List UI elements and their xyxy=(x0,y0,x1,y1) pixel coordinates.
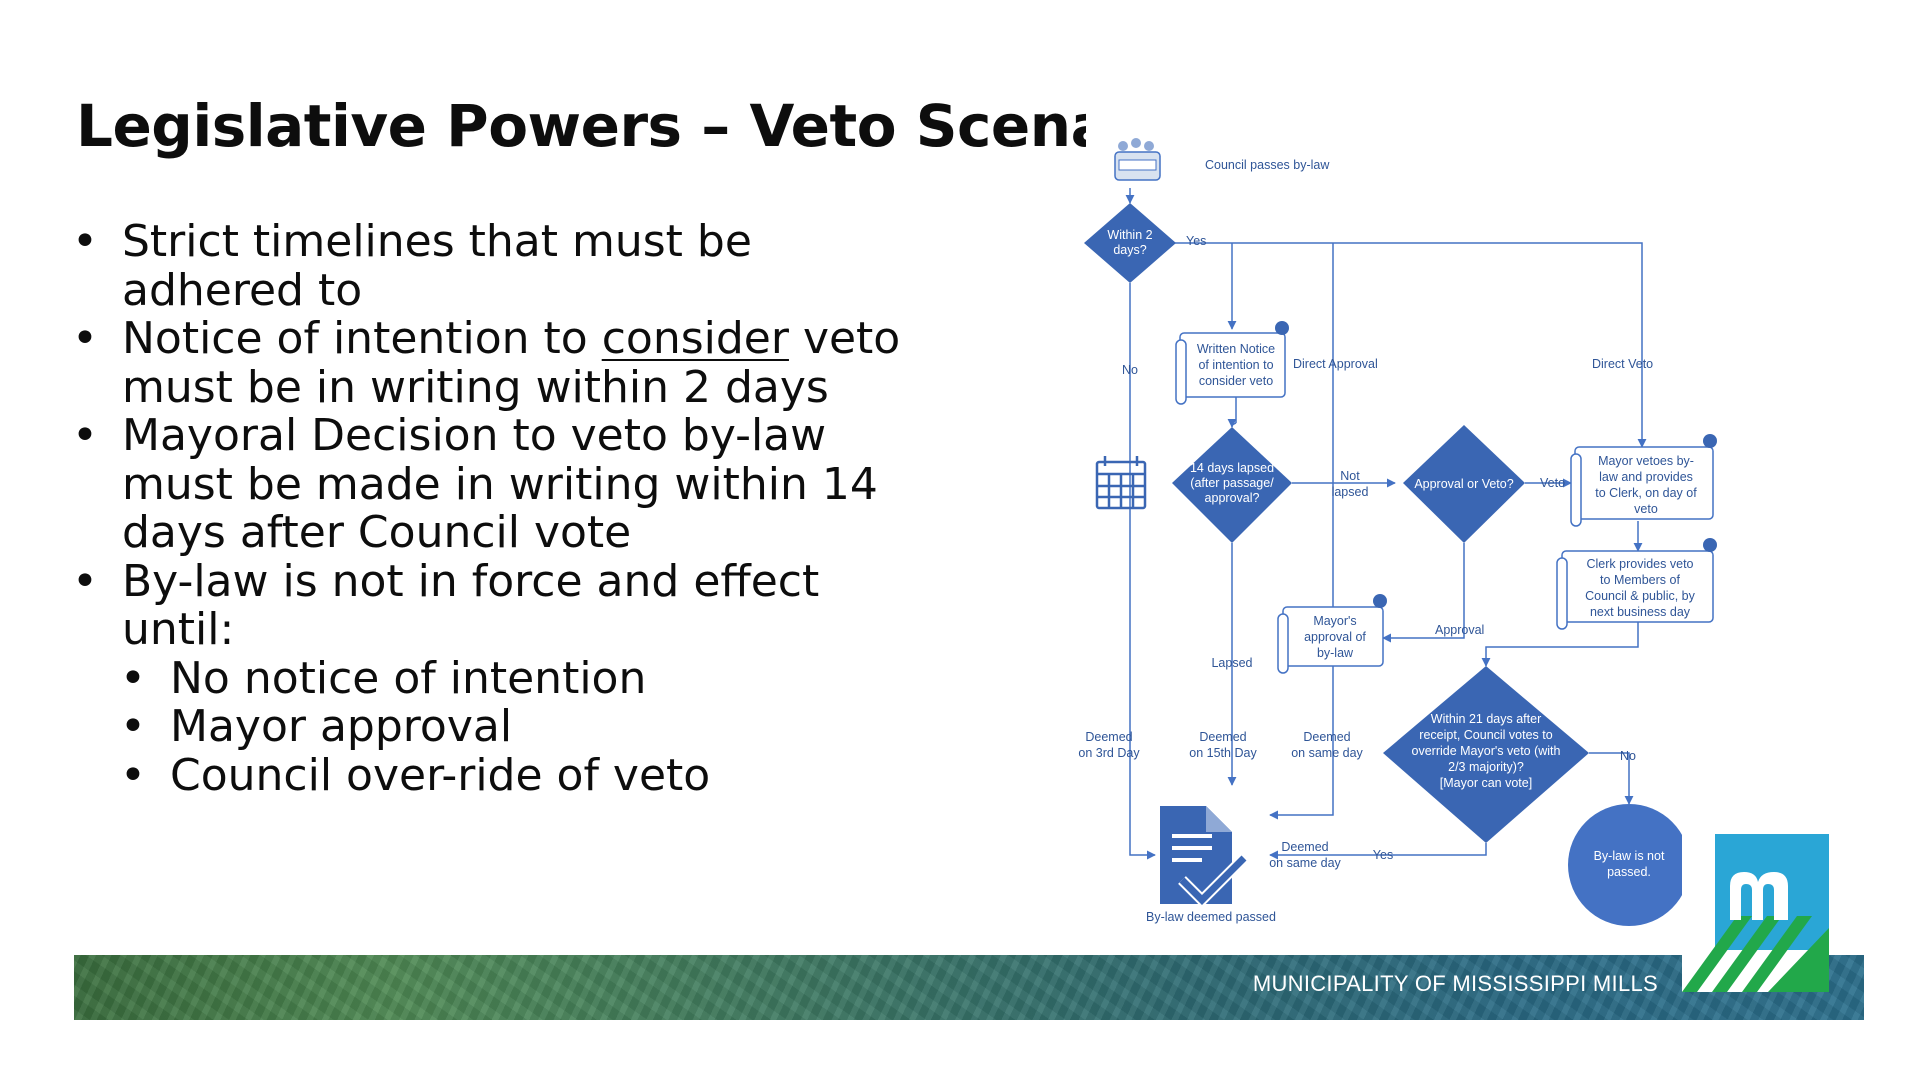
sub-bullet-item: Council over-ride of veto xyxy=(118,751,990,801)
mayor-vetoes-document xyxy=(1570,434,1717,527)
svg-text:passed.: passed. xyxy=(1607,865,1651,879)
document-check-icon xyxy=(1160,806,1248,908)
svg-text:on same day: on same day xyxy=(1291,746,1363,760)
svg-text:Not: Not xyxy=(1340,469,1360,483)
no-label-2: No xyxy=(1620,749,1636,763)
svg-text:lapsed: lapsed xyxy=(1332,485,1369,499)
clerk-provides-document xyxy=(1556,538,1717,630)
underlined-word: consider xyxy=(601,313,789,364)
svg-text:receipt, Council votes to: receipt, Council votes to xyxy=(1419,728,1552,742)
svg-text:to Clerk, on day of: to Clerk, on day of xyxy=(1595,486,1697,500)
svg-text:Council & public, by: Council & public, by xyxy=(1585,589,1696,603)
svg-text:Approval or Veto?: Approval or Veto? xyxy=(1414,477,1513,491)
direct-approval-label: Direct Approval xyxy=(1293,357,1378,371)
slide-title: Legislative Powers – Veto Scenario xyxy=(76,92,1086,160)
svg-text:Clerk provides veto: Clerk provides veto xyxy=(1587,557,1694,571)
svg-text:law and provides: law and provides xyxy=(1599,470,1693,484)
svg-text:Within 21 days after: Within 21 days after xyxy=(1431,712,1541,726)
sub-bullet-item: No notice of intention xyxy=(118,654,990,704)
within-21-days-decision xyxy=(1383,666,1589,843)
yes-label-2: Yes xyxy=(1373,848,1393,862)
svg-text:Written Notice: Written Notice xyxy=(1197,342,1275,356)
no-label: No xyxy=(1122,363,1138,377)
lapsed-label: Lapsed xyxy=(1211,656,1252,670)
svg-text:days?: days? xyxy=(1113,243,1146,257)
svg-text:consider veto: consider veto xyxy=(1199,374,1273,388)
svg-text:Mayor vetoes by-: Mayor vetoes by- xyxy=(1598,454,1694,468)
svg-text:14 days lapsed: 14 days lapsed xyxy=(1190,461,1274,475)
within-2-days-decision xyxy=(1084,203,1176,283)
veto-label: Veto xyxy=(1540,476,1565,490)
deemed-passed-label: By-law deemed passed xyxy=(1146,910,1276,924)
bullet-item: By-law is not in force and effect until: xyxy=(70,557,990,655)
mayors-approval-document xyxy=(1277,594,1387,674)
bullet-item: Mayoral Decision to veto by-law must be … xyxy=(70,411,990,558)
svg-text:approval?: approval? xyxy=(1205,491,1260,505)
sub-bullet-item: Mayor approval xyxy=(118,702,990,752)
bullet-item: Notice of intention to consider veto mus… xyxy=(70,313,990,412)
bullet-list: Strict timelines that must be adhered to… xyxy=(70,217,990,801)
svg-text:of intention to: of intention to xyxy=(1198,358,1273,372)
svg-text:Mayor's: Mayor's xyxy=(1313,614,1356,628)
svg-text:(after passage/: (after passage/ xyxy=(1190,476,1274,490)
bullet-item: Strict timelines that must be adhered to xyxy=(70,217,990,315)
svg-text:approval of: approval of xyxy=(1304,630,1366,644)
svg-text:By-law is not: By-law is not xyxy=(1594,849,1665,863)
svg-text:by-law: by-law xyxy=(1317,646,1354,660)
direct-veto-label: Direct Veto xyxy=(1592,357,1653,371)
svg-text:on same day: on same day xyxy=(1269,856,1341,870)
svg-text:Deemed: Deemed xyxy=(1303,730,1350,744)
calendar-icon xyxy=(1095,456,1147,510)
written-notice-document xyxy=(1175,321,1289,405)
yes-label: Yes xyxy=(1186,234,1206,248)
svg-text:Within 2: Within 2 xyxy=(1107,228,1152,242)
svg-text:override Mayor's veto (with: override Mayor's veto (with xyxy=(1412,744,1561,758)
svg-text:Deemed: Deemed xyxy=(1281,840,1328,854)
council-meeting-icon xyxy=(1114,138,1161,181)
svg-text:Deemed: Deemed xyxy=(1199,730,1246,744)
approval-or-veto-decision xyxy=(1403,425,1525,543)
not-passed-terminal xyxy=(1568,804,1690,926)
footer-banner: MUNICIPALITY OF MISSISSIPPI MILLS xyxy=(74,955,1864,1020)
municipality-logo xyxy=(1682,834,1829,992)
svg-text:[Mayor can vote]: [Mayor can vote] xyxy=(1440,776,1532,790)
svg-text:next business day: next business day xyxy=(1590,605,1691,619)
council-passes-label: Council passes by-law xyxy=(1205,158,1330,172)
approval-label: Approval xyxy=(1435,623,1484,637)
municipality-name: MUNICIPALITY OF MISSISSIPPI MILLS xyxy=(1252,971,1658,996)
fourteen-days-decision xyxy=(1172,427,1292,543)
svg-text:veto: veto xyxy=(1634,502,1658,516)
svg-text:2/3 majority)?: 2/3 majority)? xyxy=(1448,760,1524,774)
svg-text:on 3rd Day: on 3rd Day xyxy=(1078,746,1140,760)
svg-text:Deemed: Deemed xyxy=(1085,730,1132,744)
svg-text:to Members of: to Members of xyxy=(1600,573,1680,587)
svg-text:on 15th Day: on 15th Day xyxy=(1189,746,1257,760)
